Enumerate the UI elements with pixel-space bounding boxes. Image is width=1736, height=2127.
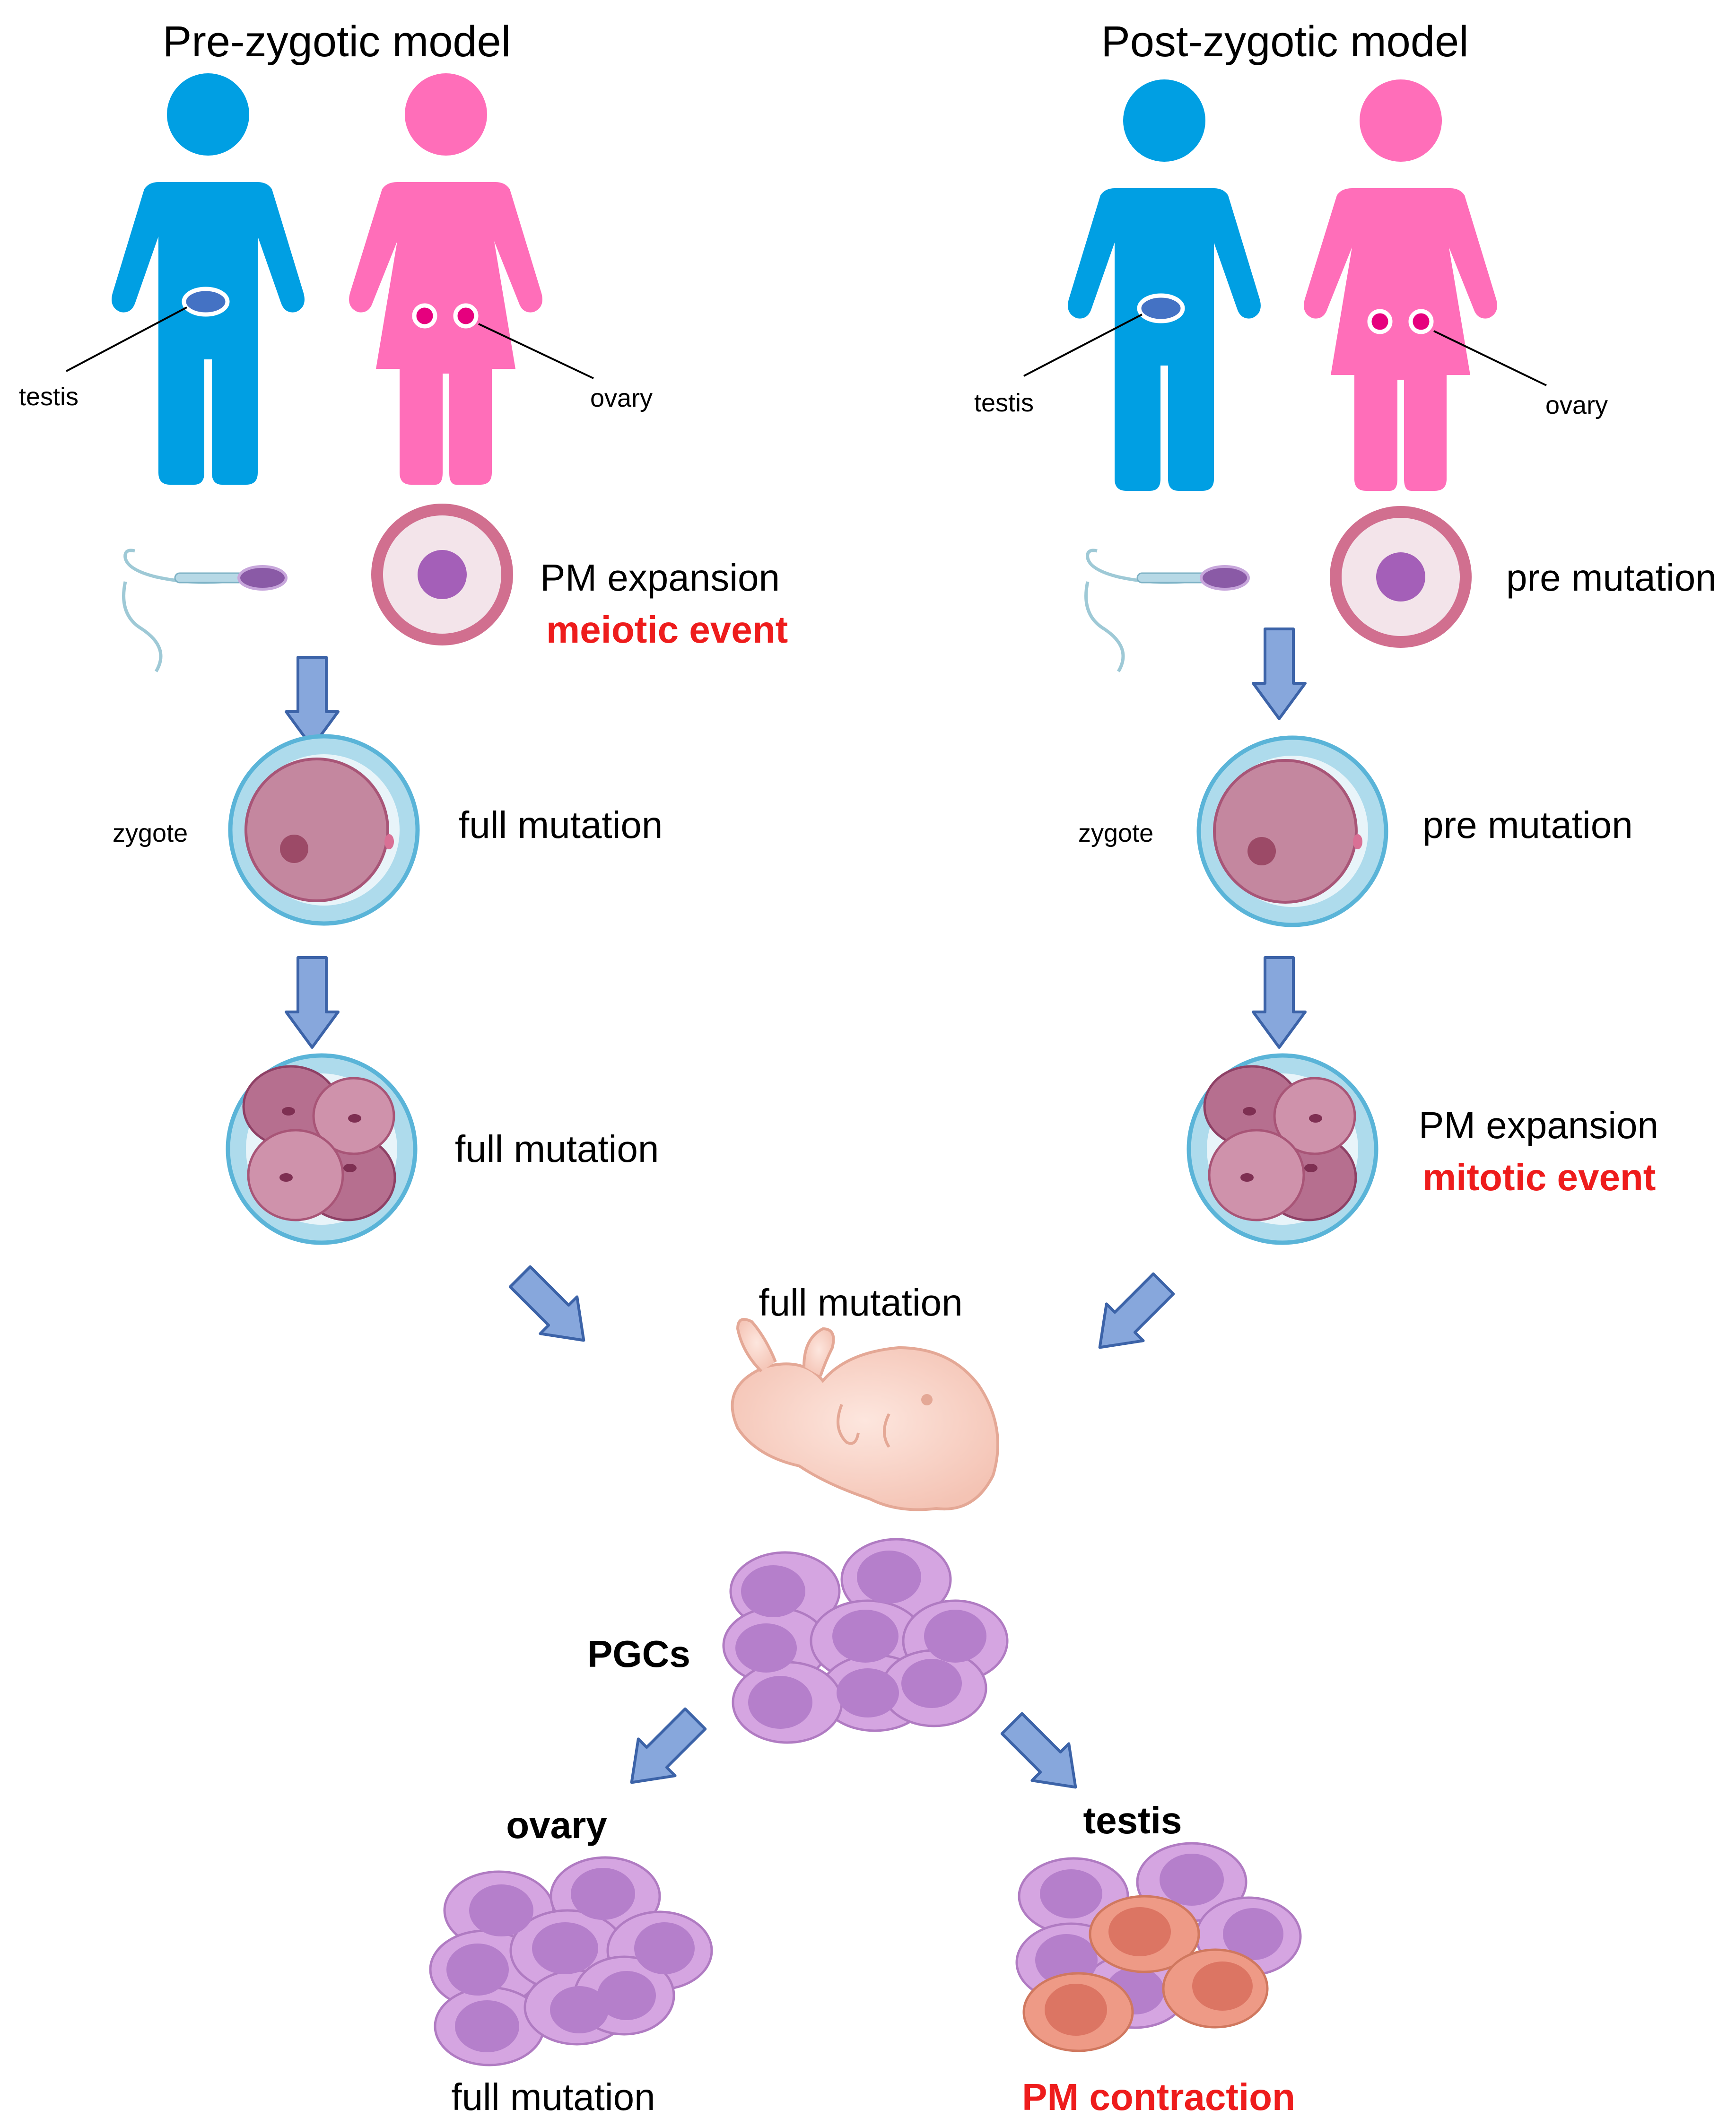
egg-right (1330, 506, 1472, 648)
arrow-left-to-fetus (502, 1258, 602, 1359)
arrow-right-to-fetus (1082, 1265, 1182, 1366)
ovary-pointer-right (1433, 330, 1547, 386)
left-zygote-label: zygote (113, 819, 188, 847)
arrow-right-zygote-to-embryo (1253, 958, 1305, 1047)
ovary-right-1 (1367, 309, 1393, 334)
right-zygote-state: pre mutation (1422, 804, 1633, 846)
left-gamete-event: meiotic event (546, 609, 788, 651)
male-figure-left (112, 73, 305, 485)
ovary-pointer-left (478, 323, 594, 379)
arrow-pgcs-to-testis (994, 1705, 1094, 1805)
fetus-state: full mutation (759, 1281, 963, 1324)
left-gamete-state: PM expansion (540, 557, 780, 599)
bottom-ovary-label: ovary (506, 1804, 607, 1846)
right-zygote-label: zygote (1078, 819, 1154, 847)
female-figure-right (1304, 79, 1497, 491)
arrow-left-gamete-to-zygote (286, 657, 338, 747)
testis-cells (1015, 1842, 1302, 2052)
right-title: Post-zygotic model (1101, 17, 1469, 66)
embryo-4cell-right (1186, 1053, 1378, 1245)
zygote-left (228, 734, 420, 926)
ovary-left-2 (453, 303, 479, 329)
bottom-ovary-state: full mutation (451, 2076, 655, 2118)
testis-pointer-left (66, 306, 187, 372)
right-embryo-event: mitotic event (1422, 1156, 1656, 1198)
ovary-cells (429, 1856, 713, 2066)
left-testis-label: testis (19, 383, 79, 411)
pgcs-label: PGCs (587, 1633, 690, 1675)
bottom-testis-state: PM contraction (1022, 2076, 1295, 2118)
egg-left (371, 504, 513, 645)
right-gamete-state: pre mutation (1506, 557, 1717, 599)
male-figure-right (1068, 79, 1261, 491)
fetus (731, 1318, 999, 1511)
sperm-right (1084, 549, 1250, 672)
arrow-left-zygote-to-embryo (286, 958, 338, 1047)
left-embryo-state: full mutation (455, 1128, 659, 1170)
right-ovary-label: ovary (1545, 391, 1608, 419)
left-zygote-state: full mutation (459, 804, 663, 846)
bottom-testis-label: testis (1083, 1799, 1182, 1841)
ovary-right-2 (1408, 309, 1434, 334)
arrow-pgcs-to-ovary (613, 1700, 714, 1801)
pgc-cluster (722, 1538, 1009, 1744)
testis-left (182, 287, 230, 317)
arrow-right-gamete-to-zygote (1253, 629, 1305, 719)
sperm-left (122, 549, 288, 672)
testis-pointer-right (1023, 314, 1143, 377)
left-title: Pre-zygotic model (162, 17, 511, 66)
zygote-right (1196, 735, 1388, 927)
left-ovary-label: ovary (590, 384, 653, 412)
ovary-left-1 (412, 303, 437, 329)
right-testis-label: testis (974, 389, 1034, 417)
female-figure-left (349, 73, 542, 485)
right-embryo-state: PM expansion (1419, 1104, 1658, 1146)
embryo-4cell-left (226, 1053, 418, 1245)
testis-right (1137, 293, 1185, 323)
